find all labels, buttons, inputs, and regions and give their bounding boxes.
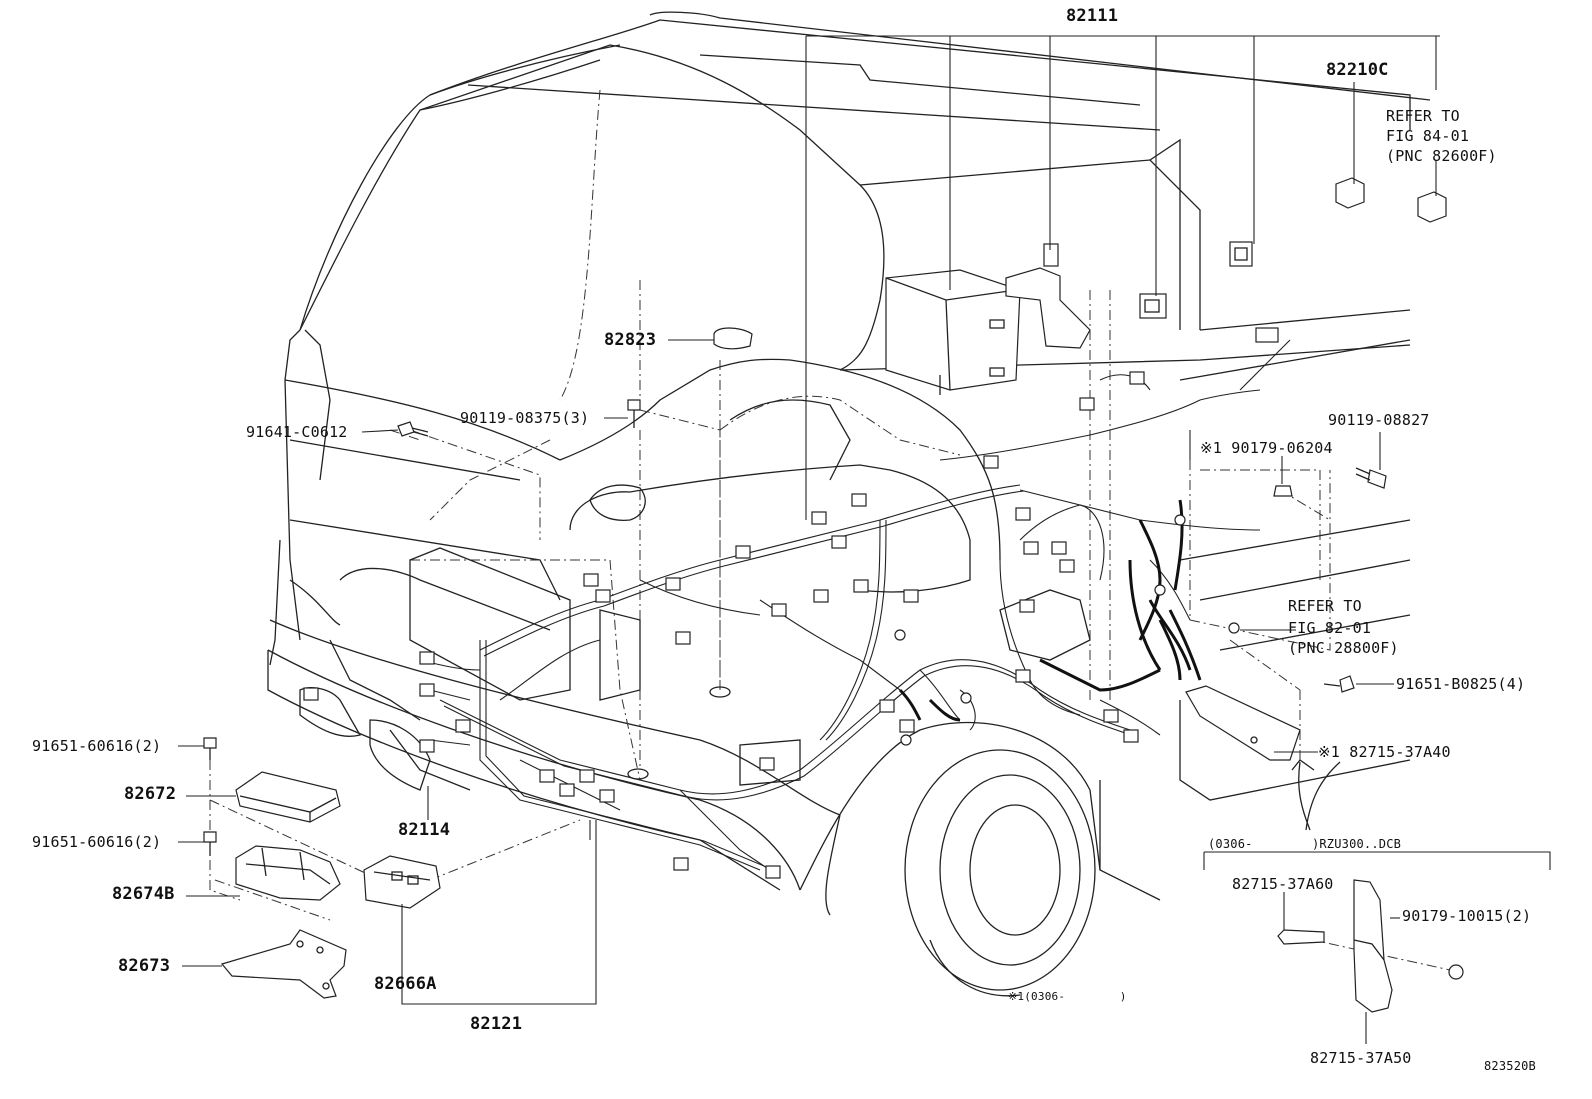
part-label-90119-08827: 90119-08827 [1328, 411, 1430, 429]
junction-block-82111-box [885, 269, 1021, 395]
connector [559, 783, 575, 797]
connector [811, 511, 827, 525]
refer-note-1-line3: (PNC 82600F) [1386, 147, 1497, 165]
fuse-block-82666A [363, 855, 441, 909]
part-label-82673: 82673 [118, 956, 171, 976]
part-label-90119-08375: 90119-08375(3) [460, 409, 590, 427]
battery-cables [898, 499, 1202, 722]
refer-note-2-line2: FIG 82-01 [1288, 619, 1372, 637]
connector [1051, 541, 1067, 555]
bracket-82715-37A40 [1185, 685, 1301, 761]
connector [1023, 541, 1039, 555]
part-label-82210c: 82210C [1326, 60, 1389, 80]
part-label-91651-60616-a: 91651-60616(2) [32, 737, 162, 755]
part-label-82715-37a40: ※1 82715-37A40 [1318, 743, 1451, 761]
part-label-91651-b0825: 91651-B0825(4) [1396, 675, 1526, 693]
part-label-90179-06204: ※1 90179-06204 [1200, 439, 1333, 457]
refer-note-2-line1: REFER TO [1288, 597, 1362, 615]
part-label-82823: 82823 [604, 330, 657, 350]
connector [759, 757, 775, 771]
connector [665, 577, 681, 591]
applicability-box-header: (0306- )RZU300..DCB [1208, 837, 1402, 851]
refer-note-1-line2: FIG 84-01 [1386, 127, 1470, 145]
bracket-82715-37A50 [1353, 879, 1393, 1013]
connector [1019, 599, 1035, 613]
connector [735, 545, 751, 559]
bolts [203, 399, 1464, 980]
part-label-82666a: 82666A [374, 974, 437, 994]
connector [595, 589, 611, 603]
figure-id: 823520B [1484, 1059, 1536, 1073]
bracket-82673 [220, 929, 347, 999]
part-label-82111: 82111 [1066, 6, 1119, 26]
connector [1015, 669, 1031, 683]
bracket-82674B [235, 845, 341, 901]
connector [1123, 729, 1139, 743]
connector [1059, 559, 1075, 573]
harness-connectors [303, 327, 1279, 879]
connector [983, 455, 999, 469]
bracket-82715-37A60 [1277, 929, 1325, 945]
part-label-82715-37a50: 82715-37A50 [1310, 1049, 1412, 1067]
connector [765, 865, 781, 879]
connector [853, 579, 869, 593]
module-82672 [235, 771, 341, 823]
connector [1103, 709, 1119, 723]
grommet-82823 [713, 327, 753, 350]
connector [879, 699, 895, 713]
connector [583, 573, 599, 587]
connector [903, 589, 919, 603]
part-label-82114: 82114 [398, 820, 451, 840]
connector [831, 535, 847, 549]
connector [1015, 507, 1031, 521]
connector [539, 769, 555, 783]
connector [1255, 327, 1279, 343]
connector [1129, 371, 1145, 385]
connector [851, 493, 867, 507]
connector [455, 719, 471, 733]
connector [419, 651, 435, 665]
relay-parts [1139, 177, 1447, 319]
connector [599, 789, 615, 803]
part-label-91651-60616-b: 91651-60616(2) [32, 833, 162, 851]
connector [771, 603, 787, 617]
part-label-91641-c0612: 91641-C0612 [246, 423, 348, 441]
connector [1079, 397, 1095, 411]
refer-note-1-line1: REFER TO [1386, 107, 1460, 125]
connector [899, 719, 915, 733]
part-label-82121: 82121 [470, 1014, 523, 1034]
connector [303, 687, 319, 701]
refer-note-2-line3: (PNC 28800F) [1288, 639, 1399, 657]
footnote-1: ※1(0306- ) [1008, 990, 1127, 1003]
harness-routes [419, 339, 1291, 871]
leader-lines [178, 35, 1551, 1044]
part-label-90179-10015: 90179-10015(2) [1402, 907, 1532, 925]
relay-bracket [1005, 243, 1091, 349]
connector [813, 589, 829, 603]
connector [675, 631, 691, 645]
engine-components [409, 399, 1091, 786]
part-label-82715-37a60: 82715-37A60 [1232, 875, 1334, 893]
part-label-82672: 82672 [124, 784, 177, 804]
connector [673, 857, 689, 871]
connector [579, 769, 595, 783]
part-label-82674b: 82674B [112, 884, 175, 904]
connector [419, 739, 435, 753]
connector [419, 683, 435, 697]
